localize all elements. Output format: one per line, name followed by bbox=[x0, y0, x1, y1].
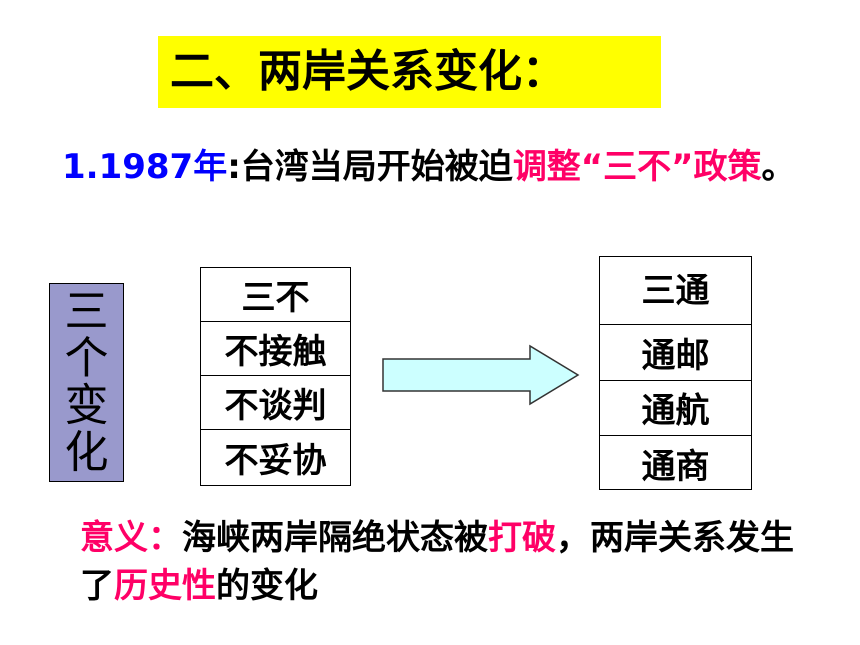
table-row: 不接触 bbox=[201, 322, 350, 376]
three-changes-label: 三 个 变 化 bbox=[49, 283, 124, 482]
table-row: 通邮 bbox=[600, 325, 751, 381]
meaning-text: 海峡两岸隔绝状态被 bbox=[182, 518, 488, 558]
table-header: 三不 bbox=[201, 268, 350, 322]
page-title: 二、两岸关系变化： bbox=[158, 36, 661, 108]
point-suffix: 。 bbox=[761, 147, 796, 187]
vertical-char: 化 bbox=[64, 427, 109, 479]
three-no-table: 三不 不接触 不谈判 不妥协 bbox=[200, 267, 351, 486]
three-links-table: 三通 通邮 通航 通商 bbox=[599, 256, 752, 490]
point-highlight: 调整“三不”政策 bbox=[512, 147, 762, 187]
meaning-label: 意义： bbox=[80, 518, 182, 558]
meaning-text: ，两岸关系发生了 bbox=[80, 518, 794, 606]
table-header: 三通 bbox=[600, 257, 751, 325]
meaning-highlight: 打破 bbox=[488, 518, 556, 558]
table-row: 通商 bbox=[641, 447, 710, 488]
right-arrow-icon bbox=[382, 344, 580, 406]
vertical-char: 变 bbox=[64, 380, 109, 432]
table-row: 通航 bbox=[600, 381, 751, 436]
point-text: :台湾当局开始被迫 bbox=[227, 147, 513, 187]
year-label: 1.1987年 bbox=[62, 147, 228, 187]
meaning-text: 的变化 bbox=[216, 566, 318, 606]
point-1987: 1.1987年:台湾当局开始被迫调整“三不”政策。 bbox=[62, 142, 802, 192]
table-row: 不妥协 bbox=[224, 440, 327, 481]
table-row: 不谈判 bbox=[201, 376, 350, 430]
meaning-paragraph: 意义：海峡两岸隔绝状态被打破，两岸关系发生了历史性的变化 bbox=[80, 514, 800, 610]
vertical-char: 三 bbox=[64, 285, 109, 337]
meaning-highlight: 历史性 bbox=[114, 566, 216, 606]
vertical-char: 个 bbox=[64, 332, 109, 384]
